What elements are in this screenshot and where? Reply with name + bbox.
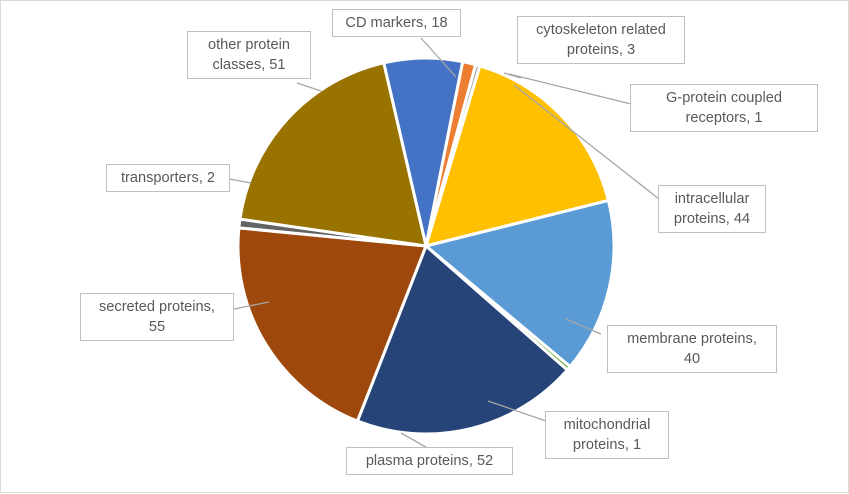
label-other-protein-classes: other protein classes, 51 <box>187 31 311 79</box>
pie-slice-membrane-proteins[interactable] <box>422 198 616 369</box>
pie-slice-other-protein-classes[interactable] <box>238 61 428 248</box>
label-membrane-proteins: membrane proteins, 40 <box>607 325 777 373</box>
label-secreted-proteins: secreted proteins, 55 <box>80 293 234 341</box>
leader-membrane <box>565 318 602 335</box>
leader-other <box>296 82 322 92</box>
label-plasma-proteins: plasma proteins, 52 <box>346 447 513 475</box>
leader-intracellular <box>513 84 660 200</box>
label-mitochondrial-proteins: mitochondrial proteins, 1 <box>545 411 669 459</box>
leader-secreted <box>233 301 270 310</box>
label-cd-markers: CD markers, 18 <box>332 9 461 37</box>
label-intracellular-proteins: intracellular proteins, 44 <box>658 185 766 233</box>
pie-slice-plasma-proteins[interactable] <box>355 243 570 436</box>
leader-transporters <box>228 178 252 184</box>
leader-gpcr <box>508 73 632 105</box>
pie-slice-intracellular-proteins[interactable] <box>423 64 611 249</box>
pie-slice-secreted-proteins[interactable] <box>236 226 429 424</box>
label-transporters: transporters, 2 <box>106 164 230 192</box>
label-cytoskeleton-related-proteins: cytoskeleton related proteins, 3 <box>517 16 685 64</box>
label-gpcr: G-protein coupled receptors, 1 <box>630 84 818 132</box>
leader-mitochondrial <box>487 400 547 422</box>
leader-cd-markers <box>420 37 457 78</box>
